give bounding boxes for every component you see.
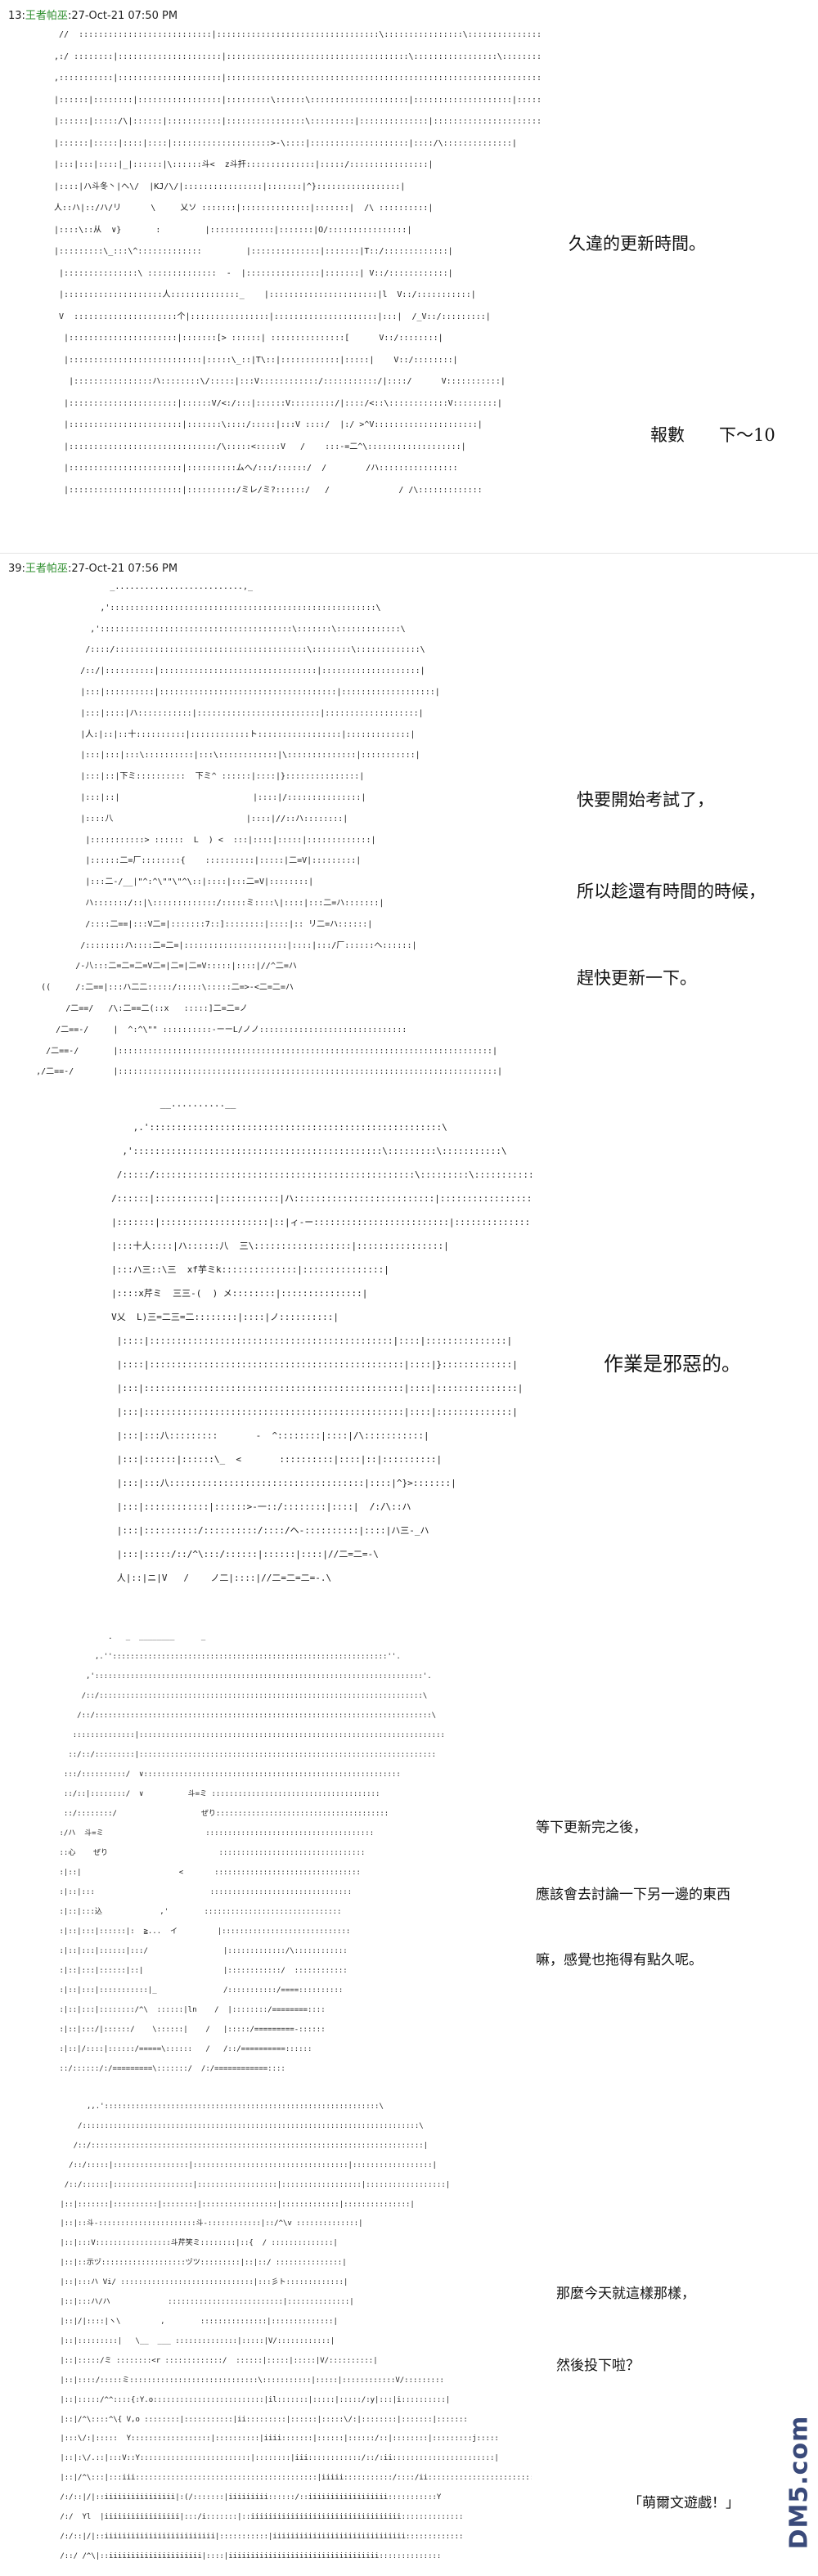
ascii-art-panel: . _ ________ _ ,.'':::::::::::::::::::::… — [59, 1633, 445, 2073]
post-number: 39: — [8, 563, 25, 575]
post-header: 39:王者帕巫:27-Oct-21 07:56 PM — [8, 559, 178, 575]
panel-caption: 然後投下啦？ — [556, 2358, 640, 2374]
ascii-art-panel: _..........................,_ ,'::::::::… — [36, 582, 502, 1077]
post-header: 13:王者帕巫:27-Oct-21 07:50 PM — [8, 7, 178, 22]
post-author: 王者帕巫 — [25, 563, 68, 575]
panel-caption: 作業是邪惡的。 — [604, 1353, 741, 1376]
ascii-art-panel: ,,.'::::::::::::::::::::::::::::::::::::… — [60, 2103, 532, 2560]
ascii-art-panel: __..........__ ,.'::::::::::::::::::::::… — [111, 1098, 532, 1583]
site-watermark-logo: DM5.com — [784, 2415, 815, 2549]
panel-caption: 快要開始考試了， — [577, 790, 714, 810]
panel-caption: 報數 下～10 — [650, 425, 775, 445]
panel-caption: 久違的更新時間。 — [569, 234, 706, 254]
post-author: 王者帕巫 — [25, 10, 68, 22]
watermark-text: DM5.com — [784, 2415, 814, 2549]
panel-caption: 等下更新完之後， — [536, 1820, 647, 1836]
panel-caption: 嘛，感覺也拖得有點久呢。 — [536, 1952, 703, 1968]
panel-caption: 所以趁還有時間的時候， — [577, 882, 766, 901]
post-date: :27-Oct-21 07:56 PM — [67, 563, 178, 575]
panel-caption: 應該會去討論一下另一邊的東西 — [536, 1887, 730, 1903]
post-number: 13: — [8, 10, 25, 22]
panel-caption: 那麼今天就這樣那樣， — [556, 2286, 695, 2302]
post-divider — [0, 553, 818, 554]
panel-caption: 趕快更新一下。 — [577, 968, 697, 988]
ascii-art-panel: // :::::::::::::::::::::::::::|:::::::::… — [54, 30, 540, 495]
post-date: :27-Oct-21 07:50 PM — [67, 10, 178, 22]
panel-caption: 「萌爾文遊戲！」 — [628, 2495, 739, 2511]
